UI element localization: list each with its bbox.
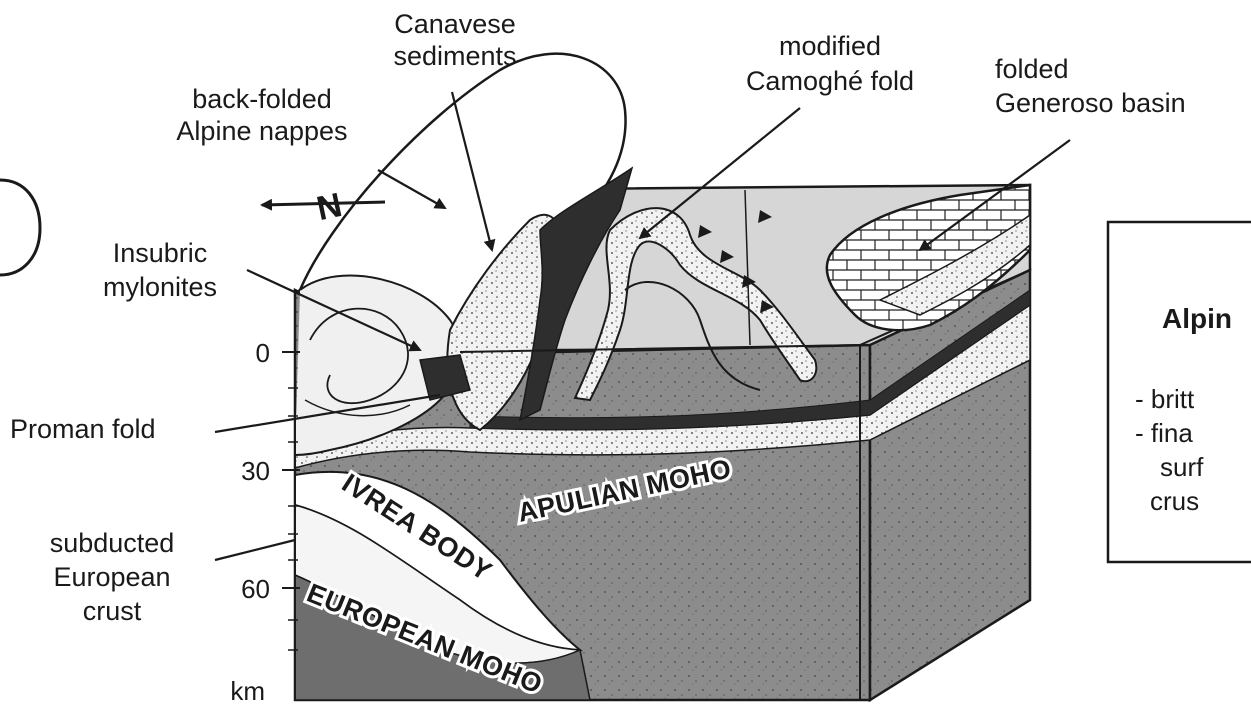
generoso-label-2: Generoso basin: [995, 88, 1186, 118]
subducted-label-2: European: [53, 562, 170, 592]
tick-label-0: 0: [256, 338, 270, 368]
axis-unit: km: [230, 676, 265, 706]
info-box-title: Alpin: [1162, 303, 1232, 334]
depth-axis: 0 30 60 km: [230, 290, 300, 706]
north-letter: N: [313, 186, 345, 228]
backfolded-label-1: back-folded: [192, 84, 332, 114]
subducted-label-3: crust: [83, 596, 142, 626]
tick-label-30: 30: [241, 456, 270, 486]
info-box: Alpin - britt - fina surf crus: [1108, 222, 1251, 562]
insubric-label-2: mylonites: [103, 272, 217, 302]
camoghe-label-1: modified: [779, 31, 881, 61]
backfolded-label-2: Alpine nappes: [176, 116, 347, 146]
canavese-label-1: Canavese: [394, 9, 516, 39]
subducted-label-1: subducted: [50, 528, 175, 558]
subducted-pointer: [215, 540, 295, 560]
panel-circle-fragment: [0, 180, 40, 275]
info-box-item-3: surf: [1160, 452, 1204, 482]
proman-label: Proman fold: [10, 414, 156, 444]
info-box-item-1: - britt: [1135, 384, 1195, 414]
tick-label-60: 60: [241, 574, 270, 604]
canavese-label-2: sediments: [393, 41, 516, 71]
camoghe-label-2: Camoghé fold: [746, 66, 914, 96]
insubric-label-1: Insubric: [113, 238, 208, 268]
info-box-item-4: crus: [1150, 486, 1199, 516]
generoso-label-1: folded: [995, 54, 1069, 84]
info-box-item-2: - fina: [1135, 418, 1193, 448]
